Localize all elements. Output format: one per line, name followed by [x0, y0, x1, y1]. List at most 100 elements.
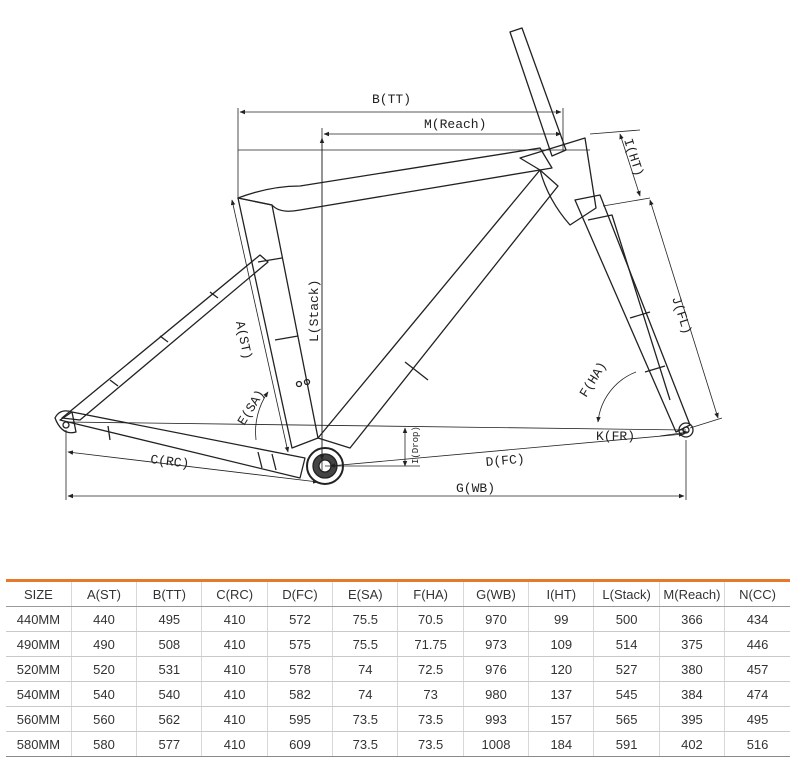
- label-fc: D(FC): [485, 452, 525, 470]
- header-ht: I(HT): [528, 580, 595, 607]
- table-cell: 560MM: [6, 706, 72, 732]
- table-cell: 73.5: [397, 731, 464, 757]
- top-tube: [237, 147, 553, 212]
- table-cell: 562: [136, 706, 203, 732]
- header-st: A(ST): [71, 580, 138, 607]
- seatpost: [509, 27, 567, 157]
- table-cell: 410: [201, 681, 268, 707]
- header-cc: N(CC): [724, 580, 790, 607]
- table-cell: 73.5: [332, 706, 399, 732]
- header-wb: G(WB): [463, 580, 530, 607]
- table-cell: 75.5: [332, 606, 399, 632]
- table-cell: 375: [659, 631, 726, 657]
- table-cell: 109: [528, 631, 595, 657]
- table-cell: 410: [201, 706, 268, 732]
- frame-geometry-diagram: B(TT) M(Reach) I(HT) J(FL) L(Stack) A(ST…: [54, 27, 723, 500]
- table-cell: 577: [136, 731, 203, 757]
- label-rc: C(RC): [150, 452, 191, 472]
- table-cell: 993: [463, 706, 530, 732]
- table-cell: 446: [724, 631, 790, 657]
- label-sa: E(SA): [235, 387, 268, 428]
- table-row: 580MM 580 577 410 609 73.5 73.5 1008 184…: [6, 731, 790, 757]
- table-cell: 495: [136, 606, 203, 632]
- table-cell: 582: [267, 681, 334, 707]
- table-cell: 520: [71, 656, 138, 682]
- table-header-row: SIZE A(ST) B(TT) C(RC) D(FC) E(SA) F(HA)…: [6, 580, 790, 607]
- table-cell: 440: [71, 606, 138, 632]
- label-ht: I(HT): [620, 137, 646, 179]
- dimension-lines: [65, 108, 723, 500]
- table-cell: 70.5: [397, 606, 464, 632]
- table-cell: 434: [724, 606, 790, 632]
- table-cell: 99: [528, 606, 595, 632]
- table-cell: 595: [267, 706, 334, 732]
- table-cell: 457: [724, 656, 790, 682]
- table-row: 560MM 560 562 410 595 73.5 73.5 993 157 …: [6, 706, 790, 732]
- table-cell: 520MM: [6, 656, 72, 682]
- table-cell: 410: [201, 631, 268, 657]
- table-cell: 527: [593, 656, 660, 682]
- table-row: 490MM 490 508 410 575 75.5 71.75 973 109…: [6, 631, 790, 657]
- table-cell: 490: [71, 631, 138, 657]
- table-cell: 157: [528, 706, 595, 732]
- head-tube: [519, 137, 597, 226]
- fork: [574, 194, 691, 433]
- header-tt: B(TT): [136, 580, 203, 607]
- table-cell: 516: [724, 731, 790, 757]
- table-cell: 976: [463, 656, 530, 682]
- table-cell: 73: [397, 681, 464, 707]
- table-cell: 514: [593, 631, 660, 657]
- label-stack: L(Stack): [307, 280, 322, 342]
- table-cell: 410: [201, 731, 268, 757]
- table-cell: 75.5: [332, 631, 399, 657]
- table-cell: 402: [659, 731, 726, 757]
- table-cell: 384: [659, 681, 726, 707]
- table-cell: 575: [267, 631, 334, 657]
- header-stack: L(Stack): [593, 580, 660, 607]
- table-cell: 591: [593, 731, 660, 757]
- table-cell: 545: [593, 681, 660, 707]
- table-cell: 560: [71, 706, 138, 732]
- table-cell: 120: [528, 656, 595, 682]
- header-rc: C(RC): [201, 580, 268, 607]
- label-drop: I(Drop): [411, 426, 421, 464]
- label-tt: B(TT): [372, 92, 411, 107]
- label-wb: G(WB): [456, 481, 495, 496]
- table-cell: 973: [463, 631, 530, 657]
- table-cell: 410: [201, 656, 268, 682]
- table-cell: 71.75: [397, 631, 464, 657]
- table-cell: 580: [71, 731, 138, 757]
- table-cell: 540: [71, 681, 138, 707]
- table-cell: 970: [463, 606, 530, 632]
- table-cell: 531: [136, 656, 203, 682]
- table-cell: 184: [528, 731, 595, 757]
- table-cell: 380: [659, 656, 726, 682]
- header-reach: M(Reach): [659, 580, 726, 607]
- table-cell: 609: [267, 731, 334, 757]
- header-size: SIZE: [6, 580, 72, 607]
- table-cell: 495: [724, 706, 790, 732]
- label-ha: F(HA): [577, 359, 610, 400]
- header-fc: D(FC): [267, 580, 334, 607]
- label-fr: K(FR): [596, 429, 635, 444]
- label-fl: J(FL): [668, 295, 694, 337]
- table-row: 540MM 540 540 410 582 74 73 980 137 545 …: [6, 681, 790, 707]
- table-cell: 540: [136, 681, 203, 707]
- dimension-labels: B(TT) M(Reach) I(HT) J(FL) L(Stack) A(ST…: [150, 92, 695, 496]
- table-cell: 395: [659, 706, 726, 732]
- label-st: A(ST): [232, 320, 255, 361]
- table-row: 520MM 520 531 410 578 74 72.5 976 120 52…: [6, 656, 790, 682]
- table-cell: 565: [593, 706, 660, 732]
- table-cell: 440MM: [6, 606, 72, 632]
- table-cell: 540MM: [6, 681, 72, 707]
- header-ha: F(HA): [397, 580, 464, 607]
- table-cell: 74: [332, 656, 399, 682]
- label-reach: M(Reach): [424, 117, 486, 132]
- table-cell: 508: [136, 631, 203, 657]
- table-cell: 500: [593, 606, 660, 632]
- table-cell: 74: [332, 681, 399, 707]
- table-cell: 366: [659, 606, 726, 632]
- table-cell: 73.5: [397, 706, 464, 732]
- table-row: 440MM 440 495 410 572 75.5 70.5 970 99 5…: [6, 606, 790, 632]
- geometry-table: SIZE A(ST) B(TT) C(RC) D(FC) E(SA) F(HA)…: [6, 579, 790, 757]
